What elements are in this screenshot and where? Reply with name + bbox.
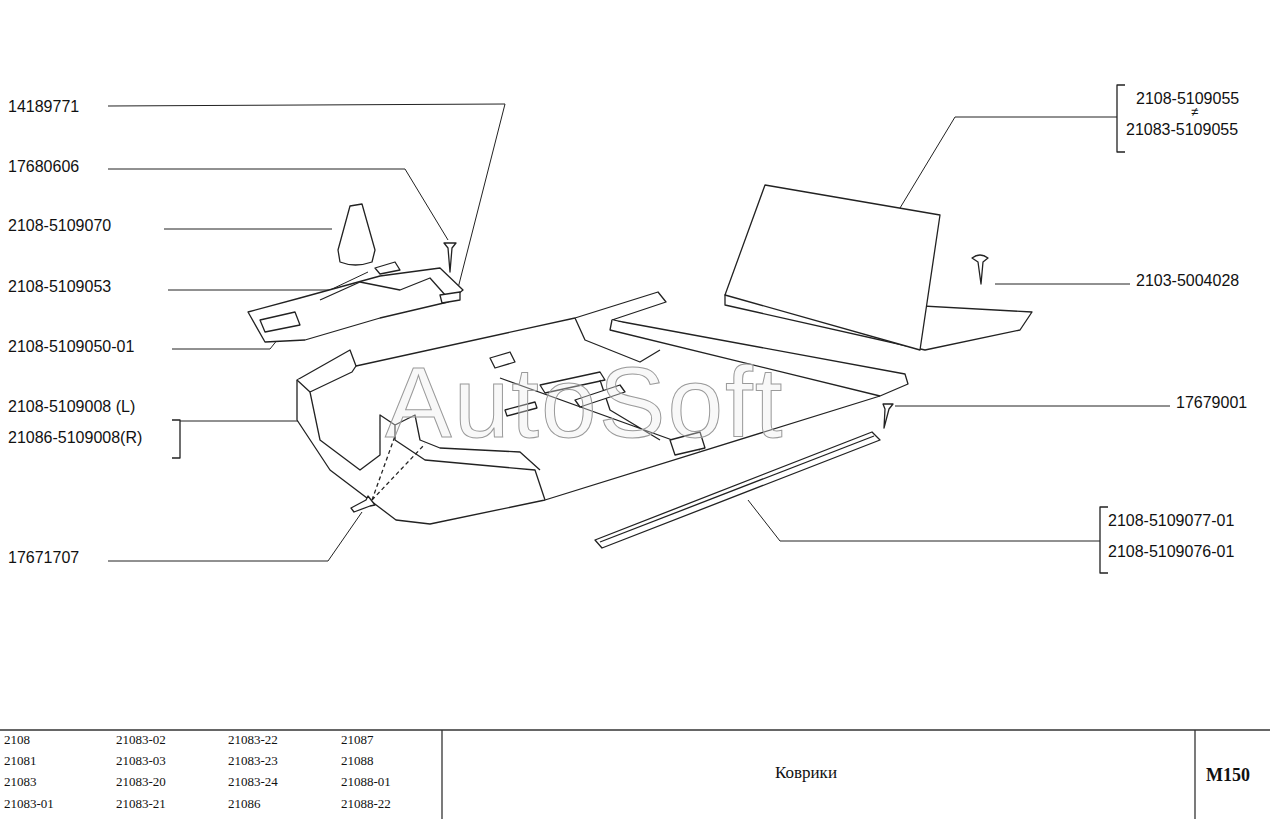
sheet-number: M150 (1206, 765, 1250, 786)
floor-carpet (297, 292, 908, 524)
title-block (0, 730, 1270, 819)
part-number: 17679001 (1176, 394, 1247, 412)
model-code: 21083-24 (228, 775, 278, 790)
model-code: 21087 (341, 733, 374, 748)
rear-carpet (725, 185, 1032, 350)
leader-line (108, 104, 1170, 561)
sheet-title: Коврики (775, 763, 837, 783)
screw (351, 243, 988, 512)
part-number: 17680606 (8, 158, 79, 176)
model-code: 21086 (228, 797, 261, 812)
part-number: 17671707 (8, 549, 79, 567)
part-number: 2108-5109077-01 (1108, 512, 1234, 530)
model-code: 21083-21 (116, 797, 166, 812)
model-code: 21088-22 (341, 797, 391, 812)
model-code: 21083 (4, 775, 37, 790)
tunnel-cover (248, 268, 463, 342)
part-number: 21083-5109055 (1126, 121, 1238, 139)
part-number: 2108-5109053 (8, 278, 111, 296)
model-code: 21081 (4, 754, 37, 769)
not-equal-sign: ≠ (1191, 105, 1198, 120)
model-code: 21083-20 (116, 775, 166, 790)
model-code: 2108 (4, 733, 30, 748)
part-number: 2108-5109076-01 (1108, 543, 1234, 561)
gear-boot (338, 204, 400, 274)
part-number: 21086-5109008(R) (8, 429, 142, 447)
part-number: 2108-5109008 (L) (8, 398, 135, 416)
part-number: 2103-5004028 (1136, 272, 1239, 290)
model-code: 21083-02 (116, 733, 166, 748)
model-code: 21083-01 (4, 797, 54, 812)
watermark: AutoSoft (385, 345, 785, 460)
model-code: 21083-03 (116, 754, 166, 769)
model-code: 21088-01 (341, 775, 391, 790)
part-number: 14189771 (8, 98, 79, 116)
part-number: 2108-5109055 (1136, 90, 1239, 108)
model-code: 21083-22 (228, 733, 278, 748)
part-number: 2108-5109050-01 (8, 338, 134, 356)
part-number: 2108-5109070 (8, 217, 111, 235)
bracket (172, 85, 1125, 573)
model-code: 21083-23 (228, 754, 278, 769)
model-code: 21088 (341, 754, 374, 769)
